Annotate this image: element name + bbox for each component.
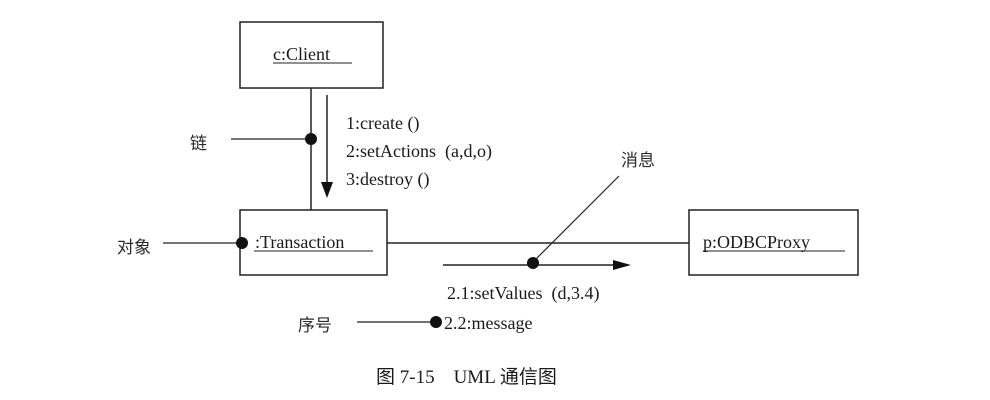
object-client[interactable]: c:Client	[239, 21, 384, 89]
object-client-label: c:Client	[273, 44, 330, 64]
message-arrow-right-head	[613, 260, 631, 270]
object-client-box	[239, 21, 384, 89]
message-1: 1:create ()	[346, 113, 419, 134]
object-transaction-label: :Transaction	[255, 232, 344, 252]
message-3: 3:destroy ()	[346, 169, 429, 190]
object-annotation-dot	[236, 237, 248, 249]
message-2-1: 2.1:setValues (d,3.4)	[447, 283, 599, 304]
object-transaction-box	[239, 209, 388, 276]
object-proxy[interactable]: p:ODBCProxy	[688, 209, 859, 276]
object-proxy-box	[688, 209, 859, 276]
annotation-sequence-label: 序号	[298, 316, 332, 336]
message-2: 2:setActions (a,d,o)	[346, 141, 492, 162]
object-transaction[interactable]: :Transaction	[239, 209, 388, 276]
message-arrow-down-head	[321, 182, 333, 198]
message-annotation-dot	[527, 257, 539, 269]
message-2-2: 2.2:message	[444, 313, 532, 333]
annotation-message-label: 消息	[621, 151, 655, 171]
object-proxy-label: p:ODBCProxy	[703, 232, 810, 252]
sequence-annotation-dot	[430, 316, 442, 328]
message-annotation-leader	[532, 175, 620, 263]
annotation-object-label: 对象	[117, 238, 151, 258]
figure-caption: 图 7-15 UML 通信图	[376, 366, 557, 388]
link-annotation-dot	[305, 133, 317, 145]
annotation-link-label: 链	[190, 134, 207, 154]
